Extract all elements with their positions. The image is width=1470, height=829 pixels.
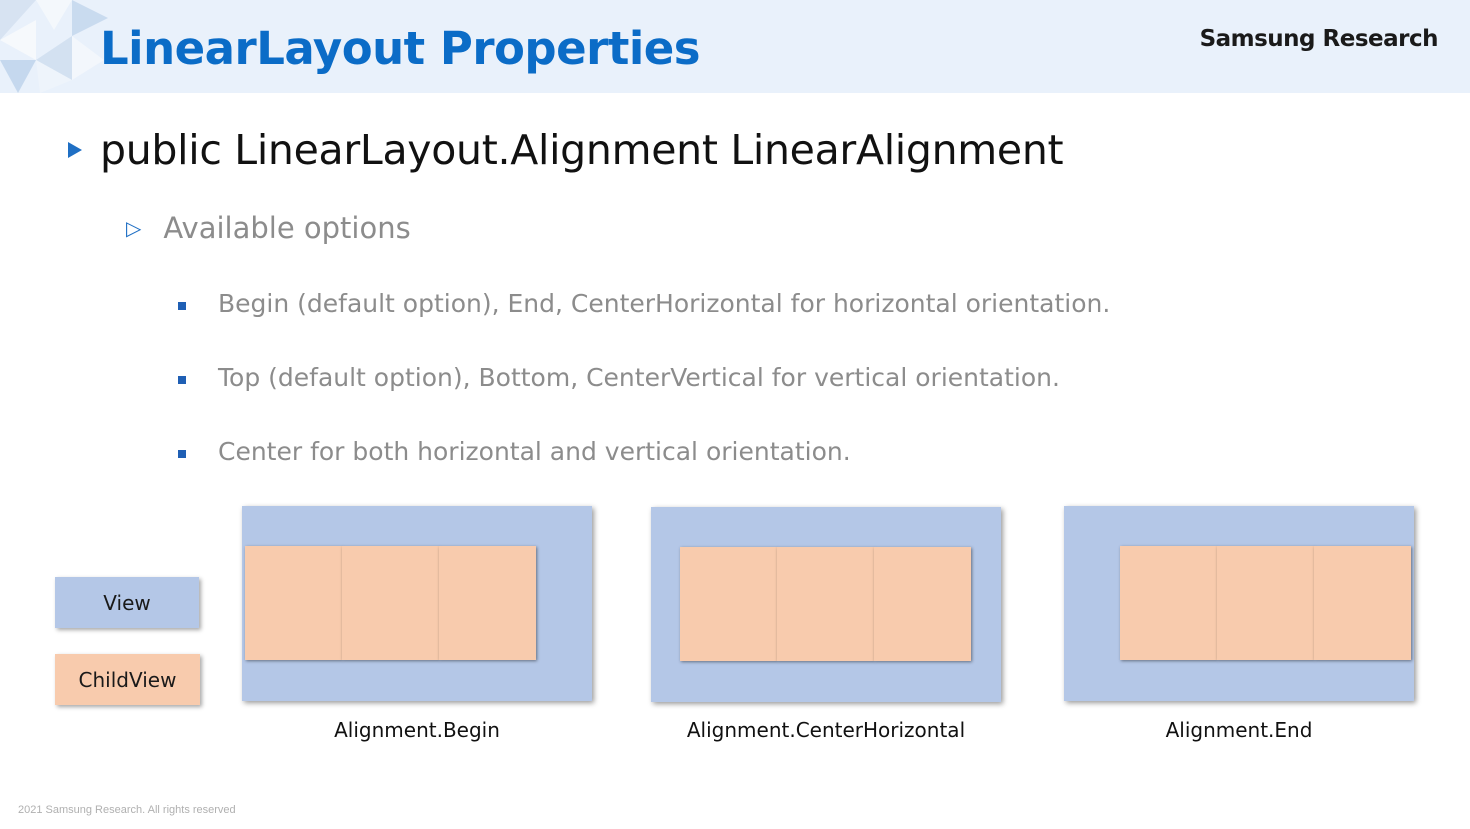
footer-copyright: 2021 Samsung Research. All rights reserv… <box>18 804 236 816</box>
child-view-cell <box>1314 546 1411 660</box>
view-frame-end <box>1064 506 1414 701</box>
view-frame-begin <box>242 506 592 701</box>
bullet-level2-text: Available options <box>163 211 411 245</box>
legend-childview: ChildView <box>55 654 200 705</box>
header-band <box>0 0 1470 93</box>
child-view-cell <box>680 547 777 661</box>
bullet-level1: public LinearLayout.Alignment LinearAlig… <box>68 126 1064 174</box>
outline-triangle-bullet-icon: ▷ <box>126 216 142 240</box>
bullet-level3: Center for both horizontal and vertical … <box>178 437 851 466</box>
view-frame-center-horizontal <box>651 507 1001 702</box>
child-view-cell <box>874 547 971 661</box>
legend-view: View <box>55 577 199 628</box>
bullet-level3-text: Top (default option), Bottom, CenterVert… <box>218 363 1060 392</box>
square-bullet-icon <box>178 375 186 384</box>
square-bullet-icon <box>178 301 186 310</box>
diagram-caption: Alignment.CenterHorizontal <box>686 718 966 742</box>
bullet-level3-text: Center for both horizontal and vertical … <box>218 437 851 466</box>
child-view-cell <box>245 546 342 660</box>
child-view-cell <box>1120 546 1217 660</box>
bullet-level3: Begin (default option), End, CenterHoriz… <box>178 289 1110 318</box>
bullet-level3: Top (default option), Bottom, CenterVert… <box>178 363 1060 392</box>
child-view-cell <box>439 546 536 660</box>
triangle-bullet-icon <box>68 142 82 158</box>
child-view-cell <box>777 547 874 661</box>
child-view-cell <box>1217 546 1314 660</box>
brand-logo: Samsung Research <box>1199 26 1439 52</box>
diagram-caption: Alignment.End <box>1165 718 1313 742</box>
bullet-level1-text: public LinearLayout.Alignment LinearAlig… <box>100 126 1064 174</box>
diagram-caption: Alignment.Begin <box>334 718 500 742</box>
bullet-level2: ▷ Available options <box>126 211 411 245</box>
bullet-level3-text: Begin (default option), End, CenterHoriz… <box>218 289 1111 318</box>
decorative-triangles-icon <box>0 0 108 93</box>
square-bullet-icon <box>178 449 186 458</box>
slide-title: LinearLayout Properties <box>100 22 701 75</box>
child-view-cell <box>342 546 439 660</box>
